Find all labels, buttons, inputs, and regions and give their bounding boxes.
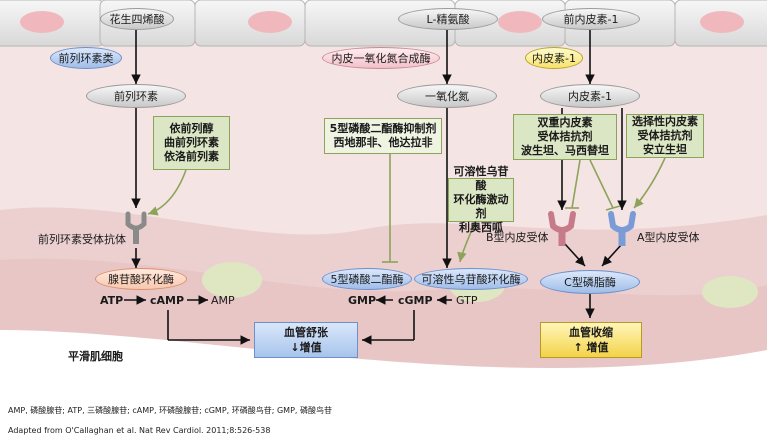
atp-label: ATP xyxy=(100,294,124,307)
endothelin1-node: 内皮素-1 xyxy=(540,84,640,108)
sgc-stimulator-line1: 可溶性乌苷酸 xyxy=(453,165,509,192)
etb-receptor-label: B型内皮受体 xyxy=(486,231,549,244)
pre-endothelin-node: 前内皮素-1 xyxy=(542,8,640,30)
prostacyclin-node: 前列环素 xyxy=(86,84,186,108)
prostacyclin-receptor-label: 前列环素受体抗体 xyxy=(38,233,126,246)
dual-era-box: 双重内皮素 受体拮抗剂 波生坦、马西替坦 xyxy=(513,114,617,160)
vasoconstriction-title: 血管收缩 xyxy=(569,326,613,339)
camp-label: cAMP xyxy=(150,294,185,307)
smooth-muscle-label: 平滑肌细胞 xyxy=(68,350,123,363)
nucleus-left xyxy=(202,262,262,298)
abbreviation-footnote: AMP, 磷酸腺苷; ATP, 三磷酸腺苷; cAMP, 环磷酸腺苷; cGMP… xyxy=(8,406,332,415)
endothelin-tag-node: 内皮素-1 xyxy=(525,47,583,69)
vasodilation-subtitle: ↓增值 xyxy=(290,341,322,354)
nitric-oxide-node: 一氧化氮 xyxy=(397,84,497,108)
sgc-stimulator-box: 可溶性乌苷酸 环化酶激动剂 利奥西呱 xyxy=(448,165,514,234)
prostacyclin-synthase-node: 前列环素类 xyxy=(50,47,122,69)
phospholipase-c-node: C型磷脂酶 xyxy=(540,270,640,294)
drug-treprostinil: 曲前列环素 xyxy=(164,136,219,149)
eta-receptor-label: A型内皮受体 xyxy=(637,231,700,244)
l-arginine-node: L-精氨酸 xyxy=(398,8,498,30)
source-footnote: Adapted from O'Callaghan et al. Nat Rev … xyxy=(8,426,271,435)
pde5-node: 5型磷酸二酯酶 xyxy=(322,268,412,290)
gmp-label: GMP xyxy=(348,294,377,307)
arachidonic-acid-node: 花生四烯酸 xyxy=(100,8,174,30)
prostacyclin-receptor-shape xyxy=(125,211,147,244)
selective-era-line2: 受体拮抗剂 xyxy=(637,129,693,142)
eta-receptor-shape xyxy=(608,211,636,246)
sgc-node: 可溶性乌苷酸环化酶 xyxy=(414,268,528,290)
selective-era-drug: 安立生坦 xyxy=(643,143,687,156)
pde5-inhibitor-box: 5型磷酸二酯酶抑制剂 西地那非、他达拉非 xyxy=(324,118,442,154)
prostanoid-drugs-box: 依前列醇 曲前列环素 依洛前列素 xyxy=(153,116,230,170)
nos-node: 内皮一氧化氮合成酶 xyxy=(322,47,440,69)
selective-era-line1: 选择性内皮素 xyxy=(632,115,698,128)
vasodilation-box: 血管舒张 ↓增值 xyxy=(254,322,358,358)
dual-era-line1: 双重内皮素 xyxy=(537,116,593,129)
dual-era-drugs: 波生坦、马西替坦 xyxy=(521,144,609,157)
amp-label: AMP xyxy=(211,294,235,307)
vasoconstriction-subtitle: ↑ 增值 xyxy=(573,341,609,354)
sgc-stimulator-drug: 利奥西呱 xyxy=(459,221,503,234)
etb-receptor-shape xyxy=(548,211,576,246)
drug-epoprostenol: 依前列醇 xyxy=(169,122,214,135)
nucleus-right xyxy=(702,276,758,308)
sgc-stimulator-line2: 环化酶激动剂 xyxy=(453,193,509,220)
vasoconstriction-box: 血管收缩 ↑ 增值 xyxy=(540,322,642,358)
pde5-inhibitor-drugs: 西地那非、他达拉非 xyxy=(333,136,433,149)
dual-era-line2: 受体拮抗剂 xyxy=(537,130,593,143)
cgmp-label: cGMP xyxy=(398,294,433,307)
selective-era-box: 选择性内皮素 受体拮抗剂 安立生坦 xyxy=(626,114,704,158)
drug-iloprost: 依洛前列素 xyxy=(164,150,219,163)
adenylate-cyclase-node: 腺苷酸环化酶 xyxy=(95,268,187,290)
vasodilation-title: 血管舒张 xyxy=(284,326,328,339)
gtp-label: GTP xyxy=(456,294,478,307)
pde5-inhibitor-title: 5型磷酸二酯酶抑制剂 xyxy=(329,122,437,135)
